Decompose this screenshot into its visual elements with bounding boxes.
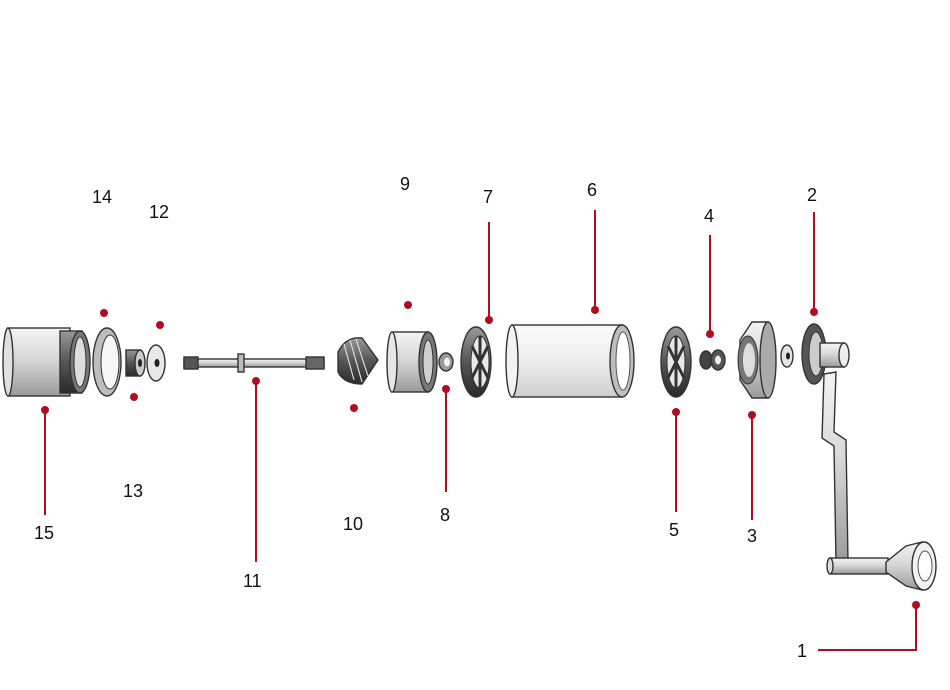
label-8: 8 <box>440 505 450 525</box>
part-6-tube <box>505 324 635 398</box>
label-13: 13 <box>123 481 143 501</box>
leader-1: 1 <box>797 601 920 661</box>
part-1-crank-handle <box>819 342 937 591</box>
leader-5: 5 <box>669 408 680 540</box>
part-8-bushing <box>438 352 454 372</box>
part-15-housing <box>2 327 91 397</box>
part-9-sleeve <box>386 331 438 393</box>
part-7-bearing <box>460 326 492 398</box>
part-10-conical-burr <box>337 337 379 385</box>
leaders: 1 2 3 4 5 6 <box>34 174 920 661</box>
label-6: 6 <box>587 180 597 200</box>
leader-2: 2 <box>807 185 818 316</box>
label-12: 12 <box>149 202 169 222</box>
label-4: 4 <box>704 206 714 226</box>
leader-6: 6 <box>587 180 599 314</box>
part-11-shaft <box>183 353 325 373</box>
label-3: 3 <box>747 526 757 546</box>
label-1: 1 <box>797 641 807 661</box>
part-14-ring <box>92 327 122 397</box>
leader-7: 7 <box>483 187 493 324</box>
label-5: 5 <box>669 520 679 540</box>
leader-4: 4 <box>704 206 714 338</box>
part-12-washer <box>146 344 166 382</box>
label-10: 10 <box>343 514 363 534</box>
leader-12: 12 <box>149 202 169 329</box>
leader-11: 11 <box>243 377 262 591</box>
label-14: 14 <box>92 187 112 207</box>
label-9: 9 <box>400 174 410 194</box>
leader-8: 8 <box>440 385 450 525</box>
part-13-hub <box>125 349 146 377</box>
label-11: 11 <box>243 571 262 591</box>
label-2: 2 <box>807 185 817 205</box>
label-15: 15 <box>34 523 54 543</box>
part-4-nut <box>699 349 726 371</box>
leader-9: 9 <box>400 174 412 309</box>
part-5-bearing <box>660 326 692 398</box>
part-3-cap <box>737 321 777 399</box>
leader-15: 15 <box>34 406 54 543</box>
leader-14: 14 <box>92 187 112 317</box>
leader-10: 10 <box>343 404 363 534</box>
label-7: 7 <box>483 187 493 207</box>
leader-3: 3 <box>747 411 757 546</box>
small-washer <box>780 344 794 368</box>
leader-13: 13 <box>123 393 143 501</box>
